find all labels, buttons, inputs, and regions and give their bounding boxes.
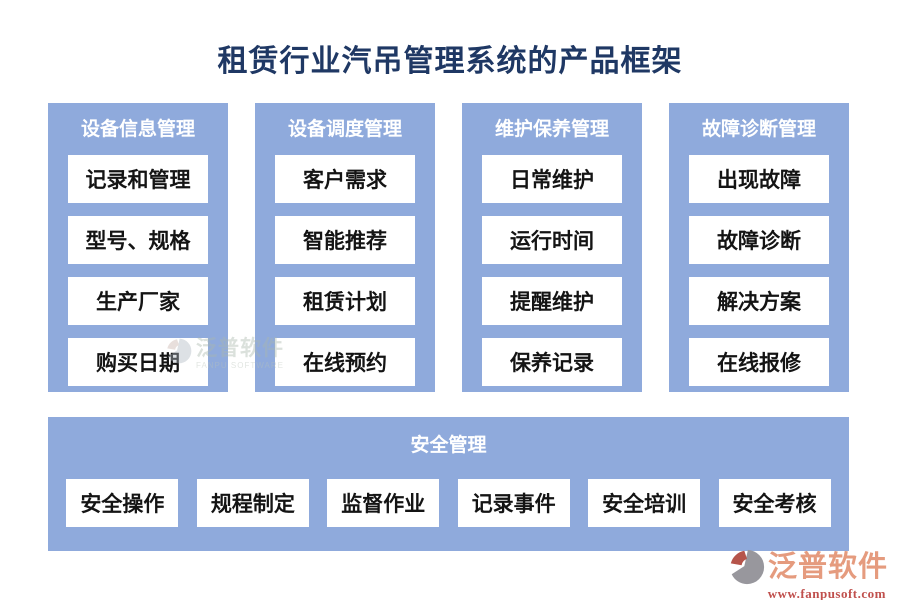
- module-card: 生产厂家: [68, 277, 208, 325]
- module-card: 记录和管理: [68, 155, 208, 203]
- safety-card: 规程制定: [196, 479, 309, 527]
- module-card: 出现故障: [689, 155, 829, 203]
- column-header: 故障诊断管理: [701, 119, 816, 140]
- module-card: 客户需求: [275, 155, 415, 203]
- module-card: 在线预约: [275, 338, 415, 386]
- column-header: 设备信息管理: [80, 119, 195, 140]
- module-card: 日常维护: [482, 155, 622, 203]
- logo-url-text: www.fanpusoft.com: [767, 586, 886, 600]
- safety-card: 安全培训: [588, 479, 701, 527]
- module-card: 智能推荐: [275, 216, 415, 264]
- fanpu-logo: 泛普软件 www.fanpusoft.com: [729, 549, 888, 600]
- module-column-4: 故障诊断管理出现故障故障诊断解决方案在线报修: [669, 103, 849, 392]
- safety-card: 记录事件: [457, 479, 570, 527]
- module-column-1: 设备信息管理记录和管理型号、规格生产厂家购买日期: [48, 103, 228, 392]
- column-header: 设备调度管理: [287, 119, 402, 140]
- module-card: 在线报修: [689, 338, 829, 386]
- module-columns: 设备信息管理记录和管理型号、规格生产厂家购买日期设备调度管理客户需求智能推荐租赁…: [48, 103, 849, 392]
- fanpu-swoosh-icon: [730, 549, 765, 585]
- module-card: 购买日期: [68, 338, 208, 386]
- safety-section-header: 安全管理: [410, 435, 487, 456]
- safety-items-row: 安全操作规程制定监督作业记录事件安全培训安全考核: [48, 479, 849, 527]
- page-title: 租赁行业汽吊管理系统的产品框架: [217, 45, 683, 78]
- module-column-2: 设备调度管理客户需求智能推荐租赁计划在线预约: [255, 103, 435, 392]
- safety-card: 监督作业: [327, 479, 440, 527]
- module-card: 型号、规格: [68, 216, 208, 264]
- logo-brand-text: 泛普软件: [767, 550, 888, 583]
- safety-card: 安全操作: [66, 479, 179, 527]
- module-card: 保养记录: [482, 338, 622, 386]
- safety-section: 安全管理 安全操作规程制定监督作业记录事件安全培训安全考核: [48, 417, 849, 551]
- module-card: 提醒维护: [482, 277, 622, 325]
- module-card: 解决方案: [689, 277, 829, 325]
- safety-card: 安全考核: [718, 479, 831, 527]
- module-card: 运行时间: [482, 216, 622, 264]
- column-header: 维护保养管理: [494, 119, 609, 140]
- module-card: 租赁计划: [275, 277, 415, 325]
- module-column-3: 维护保养管理日常维护运行时间提醒维护保养记录: [462, 103, 642, 392]
- module-card: 故障诊断: [689, 216, 829, 264]
